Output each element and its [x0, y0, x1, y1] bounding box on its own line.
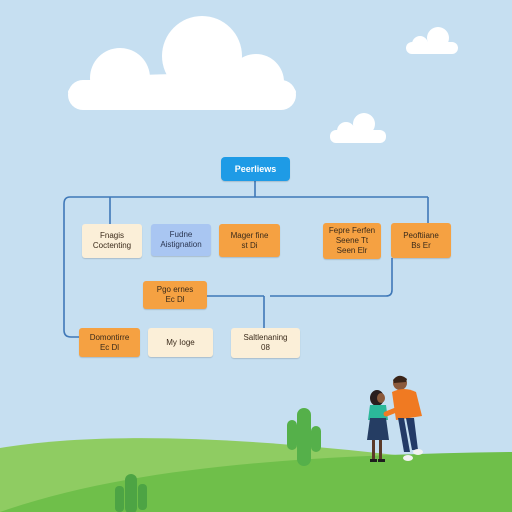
node-text: Peoftiiane [403, 230, 439, 240]
node-text: Ec Dl [99, 342, 120, 352]
node-text: Ec Dl [165, 295, 185, 304]
node-text: Seene Tt [335, 236, 369, 245]
node-text: Saltlenaning [243, 333, 288, 342]
diagram-node: Domontirre Ec Dl [79, 328, 140, 357]
diagram-node: Saltlenaning 08 [231, 328, 300, 358]
man [383, 375, 423, 461]
diagram-node: Pgo ernes Ec Dl [143, 281, 207, 309]
diagram-node: My Ioge [148, 328, 213, 357]
woman [367, 390, 389, 462]
diagram-node: Fudne Aistignation [151, 224, 211, 256]
node-text: Seen Elr [336, 246, 368, 255]
node-text: Fnagis [99, 231, 124, 240]
node-text: Aistignation [160, 240, 202, 249]
node-text: Fudne [169, 230, 193, 239]
small-cloud-right [406, 27, 458, 54]
cactus-right [287, 408, 321, 466]
diagram-node: Peoftiiane Bs Er [391, 223, 451, 258]
node-text: st Di [241, 240, 258, 250]
diagram-node: Mager fine st Di [219, 224, 280, 257]
large-cloud [68, 16, 296, 110]
node-text: Mager fine [230, 230, 269, 240]
node-text: Pgo ernes [156, 285, 194, 294]
diagram-node: Fepre Ferfen Seene Tt Seen Elr [323, 223, 381, 259]
node-text: My Ioge [166, 337, 195, 347]
root-node: Peerliews [221, 157, 290, 181]
small-cloud-middle [330, 113, 386, 143]
node-text: Domontirre [89, 332, 130, 342]
cactus-left [115, 474, 147, 512]
node-text: Coctenting [92, 241, 132, 250]
node-text: 08 [261, 343, 270, 352]
diagram-node: Fnagis Coctenting [82, 224, 142, 258]
root-node-label: Peerliews [234, 164, 277, 174]
node-text: Bs Er [411, 240, 431, 250]
node-text: Fepre Ferfen [328, 226, 376, 235]
